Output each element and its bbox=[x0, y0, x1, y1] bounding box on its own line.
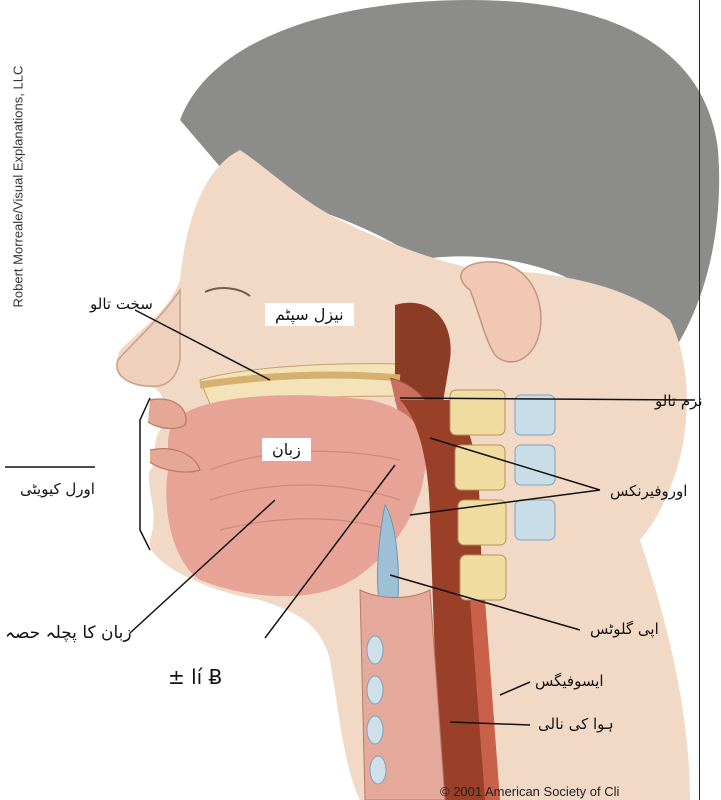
label-tongue: زبان bbox=[262, 438, 311, 461]
label-trachea: ہوا کی نالی bbox=[538, 715, 614, 733]
label-epiglottis: اپی گلوٹس bbox=[590, 620, 659, 638]
copyright-text: © 2001 American Society of Cli bbox=[440, 784, 619, 799]
credit-text: Robert Morreale/Visual Explanations, LLC bbox=[11, 8, 26, 308]
label-nasal-septum: نیزل سپٹم bbox=[265, 303, 354, 326]
label-soft-palate: نرم تالو bbox=[655, 392, 703, 410]
label-back-of-tongue: زبان کا پچلہ حصہ bbox=[5, 622, 132, 643]
label-hard-palate: سخت تالو bbox=[90, 295, 153, 313]
label-garbled: ± lí Ƀ bbox=[168, 665, 222, 689]
label-oropharynx: اوروفیرنکس bbox=[610, 482, 687, 500]
label-esophagus: ایسوفیگس bbox=[535, 672, 604, 690]
label-oral-cavity: اورل کیویٹی bbox=[20, 480, 95, 498]
